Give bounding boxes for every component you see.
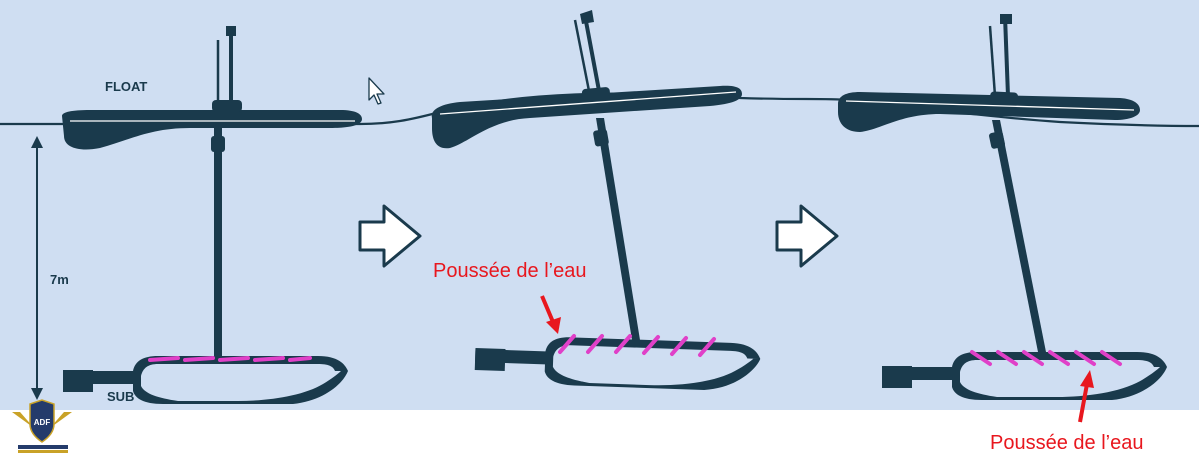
progression-arrow-1 <box>358 204 422 268</box>
depth-label: 7m <box>50 272 69 287</box>
glider-stage-1 <box>62 26 362 404</box>
sub-wing-rack <box>63 356 348 404</box>
sub-fins <box>148 356 312 362</box>
thrust-label-2: Poussée de l’eau <box>990 432 1143 454</box>
float-hull <box>431 85 742 149</box>
thrust-arrow-2 <box>1078 370 1094 423</box>
umbilical-tether <box>214 128 222 356</box>
float-hull <box>62 110 362 150</box>
sub-wing-rack <box>474 334 761 392</box>
glider-stage-3 <box>838 14 1167 400</box>
thrust-label-1: Poussée de l’eau <box>433 260 586 282</box>
float-hull <box>838 92 1140 132</box>
sub-fins <box>970 350 1122 366</box>
sub-label: SUB <box>107 389 134 404</box>
svg-text:ADF: ADF <box>34 418 51 427</box>
sub-fins <box>558 334 716 357</box>
sub-wing-rack <box>882 352 1167 400</box>
umbilical-tether <box>596 118 640 340</box>
float-label: FLOAT <box>105 79 147 94</box>
progression-arrow-2 <box>775 204 839 268</box>
water-area <box>0 0 1199 410</box>
glider-stage-2 <box>431 10 761 392</box>
umbilical-tether <box>992 120 1046 352</box>
depth-dimension <box>31 136 43 400</box>
mouse-cursor-icon <box>368 77 385 105</box>
arab-defense-forum-logo: ADF <box>12 399 72 453</box>
thrust-arrow-1 <box>540 295 561 334</box>
